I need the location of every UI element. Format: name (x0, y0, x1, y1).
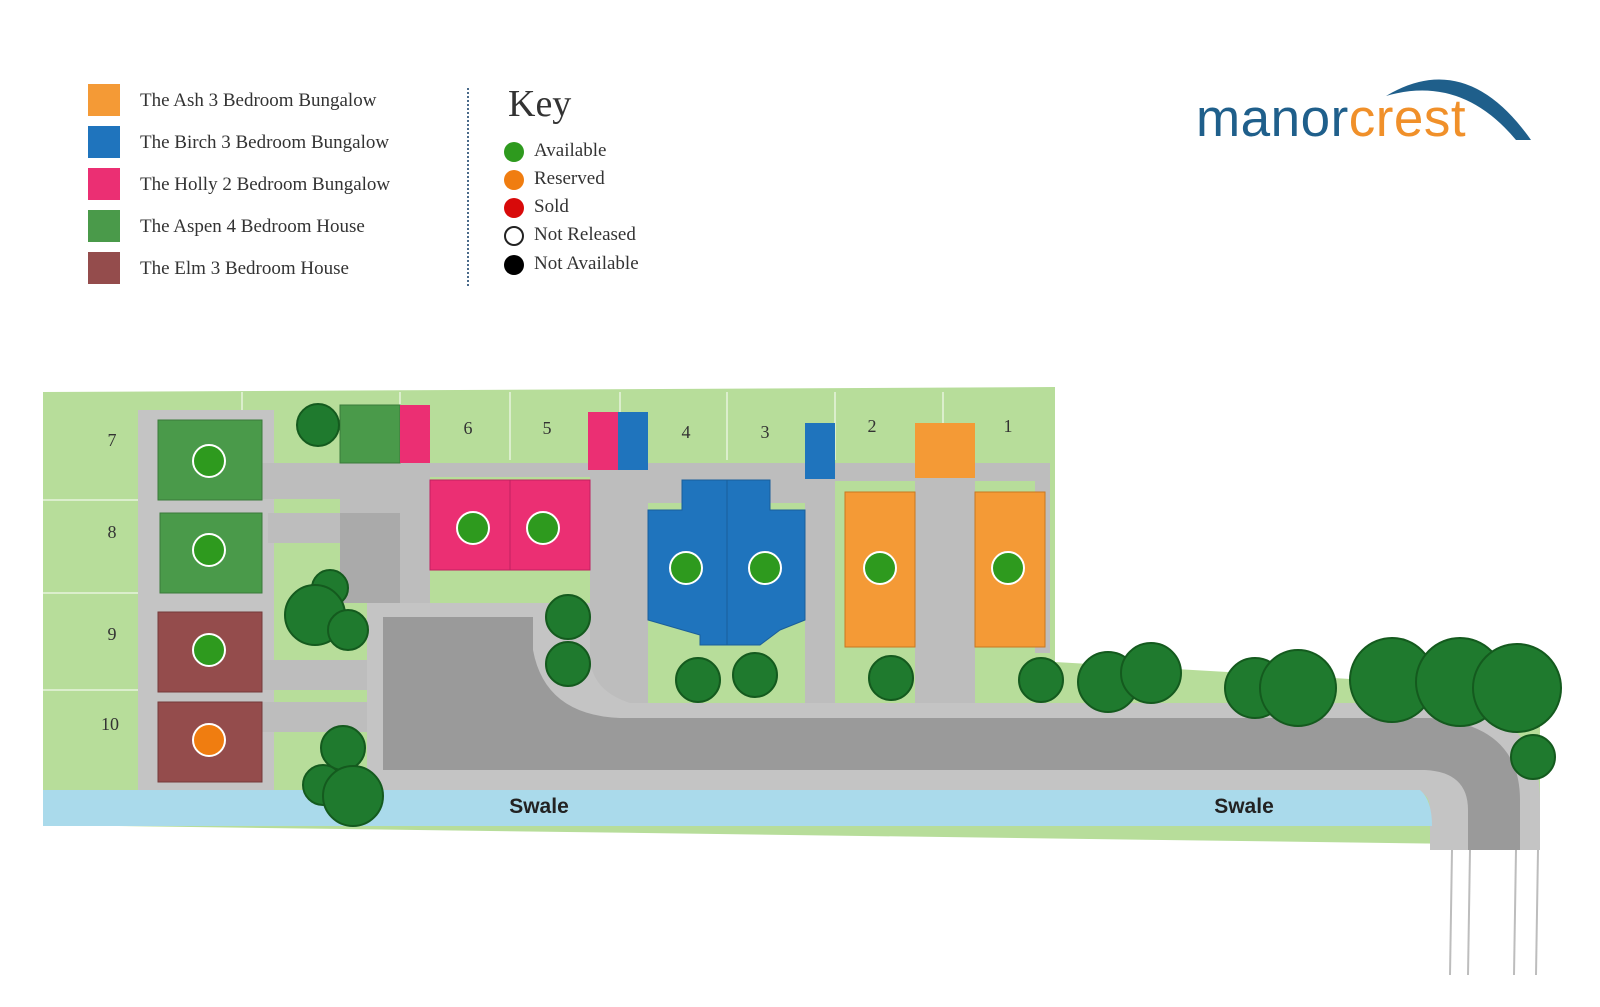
plot-number-7: 7 (108, 430, 117, 450)
plot-number-8: 8 (108, 522, 117, 542)
key-item-not-released: Not Released (504, 224, 704, 248)
logo-arc-icon (1386, 79, 1531, 140)
plot-number-4: 4 (682, 422, 691, 442)
status-dot-plot-7 (192, 444, 226, 478)
holly-garage-6 (400, 405, 430, 463)
plot-number-9: 9 (108, 624, 117, 644)
key-title: Key (508, 83, 572, 125)
legend-divider (467, 88, 469, 286)
tree-icon (296, 403, 340, 447)
trees (284, 403, 1562, 827)
key-label-not-available: Not Available (534, 253, 639, 274)
status-dot-plot-4 (669, 551, 703, 585)
plot-status-markers (192, 444, 1025, 757)
plot-number-6: 6 (464, 418, 473, 438)
status-dot-plot-5 (526, 511, 560, 545)
status-dot-plot-10 (192, 723, 226, 757)
plot-number-10: 10 (101, 714, 119, 734)
tree-icon (1018, 657, 1064, 703)
ash-garage-2 (915, 423, 975, 478)
legend-label-elm: The Elm 3 Bedroom House (140, 258, 349, 279)
tree-icon (675, 657, 721, 703)
birch-swatch (88, 126, 120, 158)
holly-garage-5 (588, 412, 618, 470)
logo-wordmark: manorcrest (1196, 88, 1466, 149)
legend-item-elm: The Elm 3 Bedroom House (88, 252, 448, 284)
tree-icon (327, 609, 369, 651)
tree-icon (545, 641, 591, 687)
legend-item-birch: The Birch 3 Bedroom Bungalow (88, 126, 448, 158)
house-plot-1 (974, 491, 1046, 648)
plot-number-5: 5 (543, 418, 552, 438)
logo-text-crest: crest (1348, 89, 1467, 148)
legend-item-holly: The Holly 2 Bedroom Bungalow (88, 168, 448, 200)
tree-icon (320, 725, 366, 771)
holly-swatch (88, 168, 120, 200)
key-label-available: Available (534, 140, 607, 161)
tree-icon (732, 652, 778, 698)
ash-swatch (88, 84, 120, 116)
tree-icon (868, 655, 914, 701)
road-exit-lines (1449, 849, 1539, 976)
manorcrest-logo: manorcrest (1196, 68, 1536, 148)
elm-swatch (88, 252, 120, 284)
aspen-garage (339, 404, 401, 464)
legend-label-ash: The Ash 3 Bedroom Bungalow (140, 90, 377, 111)
status-dot-plot-3 (748, 551, 782, 585)
birch-garage-3 (805, 423, 835, 479)
key-item-not-available: Not Available (504, 253, 704, 277)
black-dot-icon (504, 255, 524, 275)
tree-icon (1259, 649, 1337, 727)
status-dot-plot-8 (192, 533, 226, 567)
key-label-not-released: Not Released (534, 224, 636, 245)
hatched-garage-area (340, 513, 400, 603)
status-dot-plot-2 (863, 551, 897, 585)
legend-item-ash: The Ash 3 Bedroom Bungalow (88, 84, 448, 116)
key-item-sold: Sold (504, 196, 704, 220)
tree-icon (1120, 642, 1182, 704)
swale-label-left: Swale (509, 795, 569, 818)
tree-icon (545, 594, 591, 640)
key-label-sold: Sold (534, 196, 569, 217)
status-dot-plot-6 (456, 511, 490, 545)
birch-garage-4 (618, 412, 648, 470)
status-dot-plot-9 (192, 633, 226, 667)
white-dot-icon (504, 226, 524, 246)
tree-icon (322, 765, 384, 827)
legend-label-birch: The Birch 3 Bedroom Bungalow (140, 132, 390, 153)
legend-label-aspen: The Aspen 4 Bedroom House (140, 216, 365, 237)
key-label-reserved: Reserved (534, 168, 605, 189)
swale-label-right: Swale (1214, 795, 1274, 818)
plot-number-3: 3 (761, 422, 770, 442)
swale (43, 790, 1432, 826)
red-dot-icon (504, 198, 524, 218)
key-item-reserved: Reserved (504, 168, 704, 192)
legend-item-aspen: The Aspen 4 Bedroom House (88, 210, 448, 242)
plot-number-1: 1 (1004, 416, 1013, 436)
tree-icon (1472, 643, 1562, 733)
status-dot-plot-1 (991, 551, 1025, 585)
logo-text-manor: manor (1196, 89, 1349, 148)
key-item-available: Available (504, 140, 704, 164)
road-surface (383, 617, 1520, 850)
legend-label-holly: The Holly 2 Bedroom Bungalow (140, 174, 391, 195)
tree-icon (1510, 734, 1556, 780)
green-dot-icon (504, 142, 524, 162)
orange-dot-icon (504, 170, 524, 190)
aspen-swatch (88, 210, 120, 242)
plot-number-2: 2 (868, 416, 877, 436)
